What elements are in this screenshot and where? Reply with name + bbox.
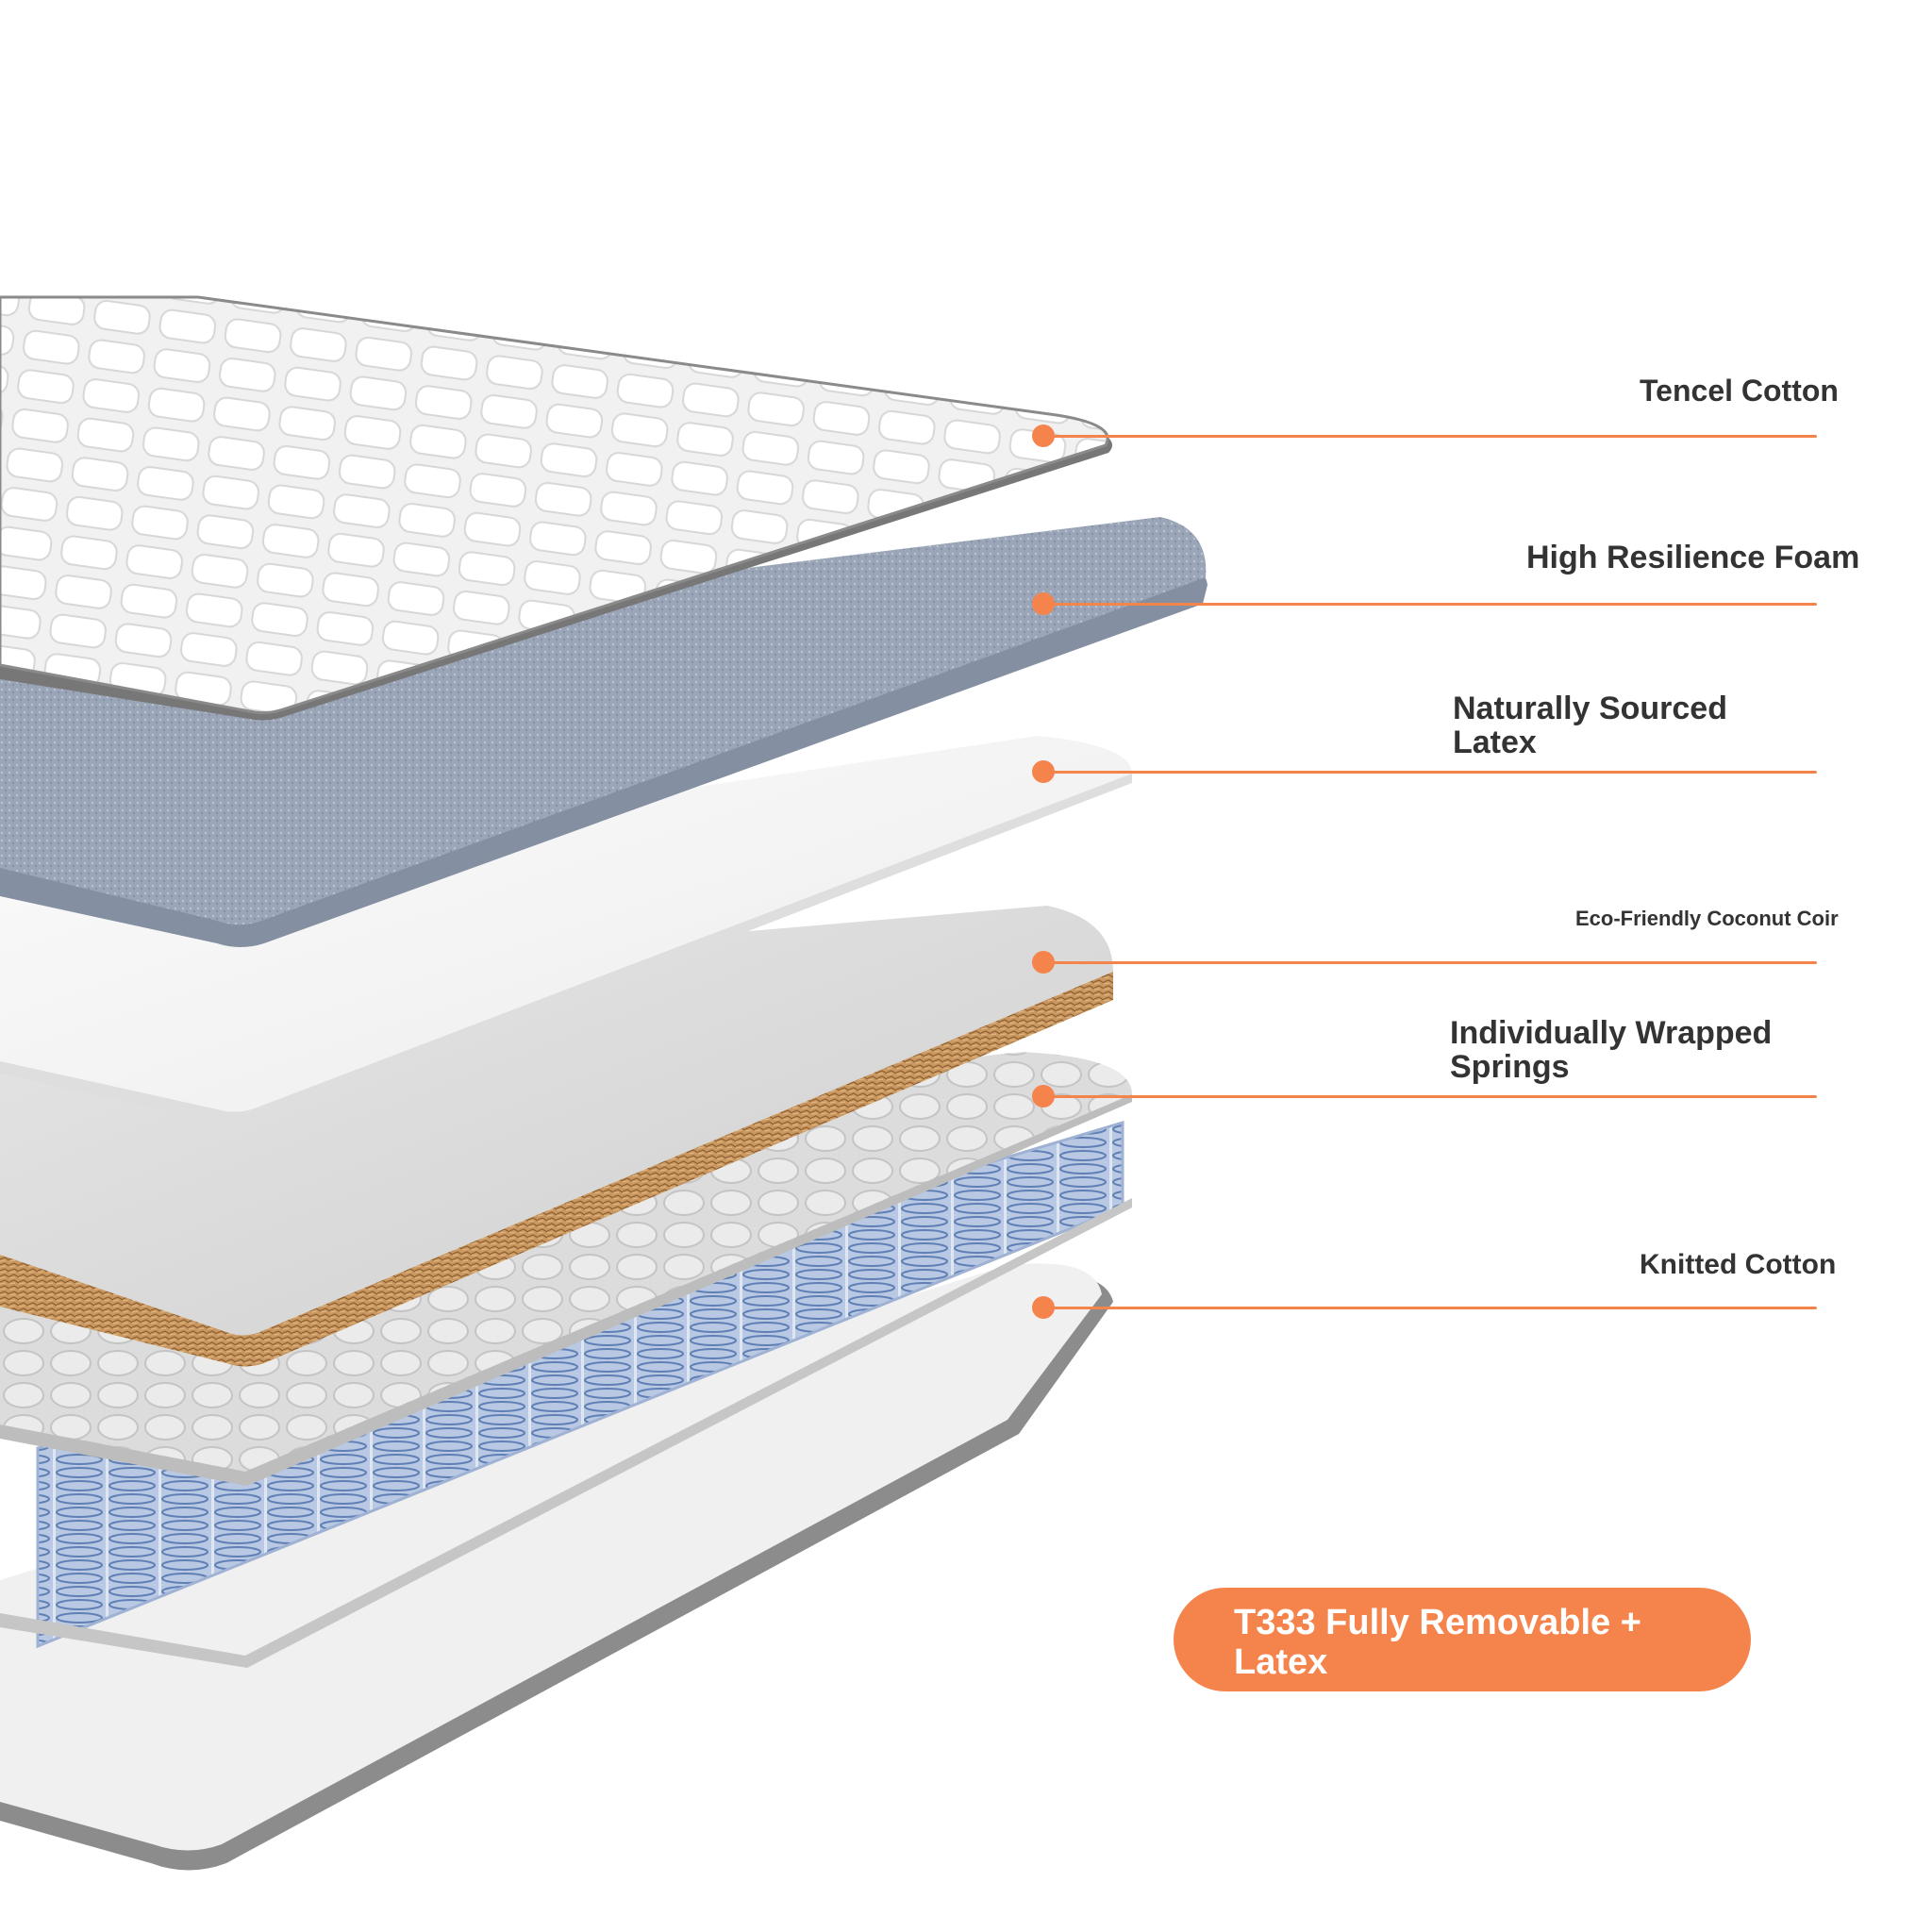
callout-line-tencel bbox=[1043, 435, 1817, 438]
label-naturally-sourced-latex: Naturally Sourced Latex bbox=[1453, 691, 1727, 760]
label-high-resilience-foam: High Resilience Foam bbox=[1526, 540, 1860, 575]
label-knitted-cotton: Knitted Cotton bbox=[1640, 1249, 1837, 1280]
callout-line-coir bbox=[1043, 961, 1817, 964]
callout-line-knitted bbox=[1043, 1307, 1817, 1309]
knitted-cotton-layer bbox=[0, 1263, 1113, 1871]
latex-layer bbox=[0, 736, 1132, 1125]
tencel-cotton-layer bbox=[0, 295, 1112, 721]
callout-line-foam bbox=[1043, 603, 1817, 606]
label-tencel-cotton: Tencel Cotton bbox=[1640, 374, 1839, 408]
label-individually-wrapped-springs: Individually Wrapped Springs bbox=[1450, 1015, 1773, 1085]
label-eco-friendly-coconut-coir: Eco-Friendly Coconut Coir bbox=[1575, 907, 1839, 930]
callout-line-springs bbox=[1043, 1095, 1817, 1098]
callout-line-latex bbox=[1043, 771, 1817, 774]
product-badge: T333 Fully Removable + Latex bbox=[1174, 1588, 1751, 1691]
product-badge-text: T333 Fully Removable + Latex bbox=[1234, 1603, 1641, 1682]
foam-layer bbox=[0, 517, 1208, 947]
